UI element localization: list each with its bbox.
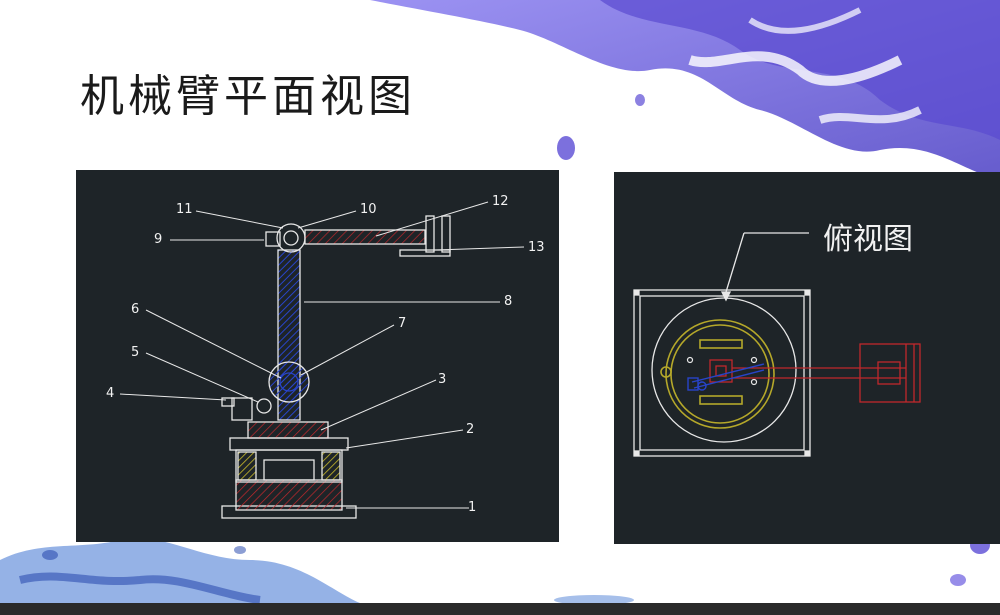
upper-joint (276, 223, 306, 253)
gripper-outer (859, 343, 921, 403)
callout-10: 10 (360, 202, 377, 217)
base-inner-square (639, 295, 805, 451)
bearing-ring-outer (665, 319, 775, 429)
callout-7: 7 (398, 316, 407, 331)
bottom-bar (0, 603, 1000, 615)
gripper-inner (877, 361, 901, 385)
gripper-post (425, 215, 435, 253)
gripper-base (399, 249, 451, 257)
callout-2: 2 (466, 422, 475, 437)
callout-4: 4 (106, 386, 115, 401)
side-view-drawing-panel: 1 2 3 4 5 6 7 8 9 10 11 12 13 (76, 170, 559, 542)
base-block (235, 479, 343, 511)
base-circle (651, 297, 797, 443)
joint-bracket (265, 231, 281, 247)
turntable-plate (229, 437, 349, 451)
bearing-right (321, 451, 341, 481)
callout-12: 12 (492, 194, 509, 209)
callout-1: 1 (468, 500, 477, 515)
top-view-drawing-panel: 俯视图 (614, 172, 1000, 544)
callout-9: 9 (154, 232, 163, 247)
top-view-drawing (633, 232, 921, 457)
bearing-core (263, 459, 315, 481)
slot-top (699, 339, 743, 349)
motor-cap (221, 397, 235, 407)
callout-5: 5 (131, 345, 140, 360)
slide-title: 机械臂平面视图 (80, 71, 416, 122)
rotating-base (247, 421, 329, 439)
callout-6: 6 (131, 302, 140, 317)
slot-bottom (699, 395, 743, 405)
callout-8: 8 (504, 294, 513, 309)
motor-bracket (231, 397, 253, 421)
top-view-label: 俯视图 (823, 222, 913, 257)
callout-3: 3 (438, 372, 447, 387)
turntable-center (709, 359, 733, 383)
callout-11: 11 (176, 202, 193, 217)
gripper-post-2 (441, 215, 451, 253)
bearing-left (237, 451, 257, 481)
lower-joint (268, 361, 310, 403)
forearm (304, 229, 426, 245)
base-outer-square (633, 289, 811, 457)
callout-13: 13 (528, 240, 545, 255)
side-view-drawing (119, 201, 525, 519)
small-pulley (256, 398, 272, 414)
